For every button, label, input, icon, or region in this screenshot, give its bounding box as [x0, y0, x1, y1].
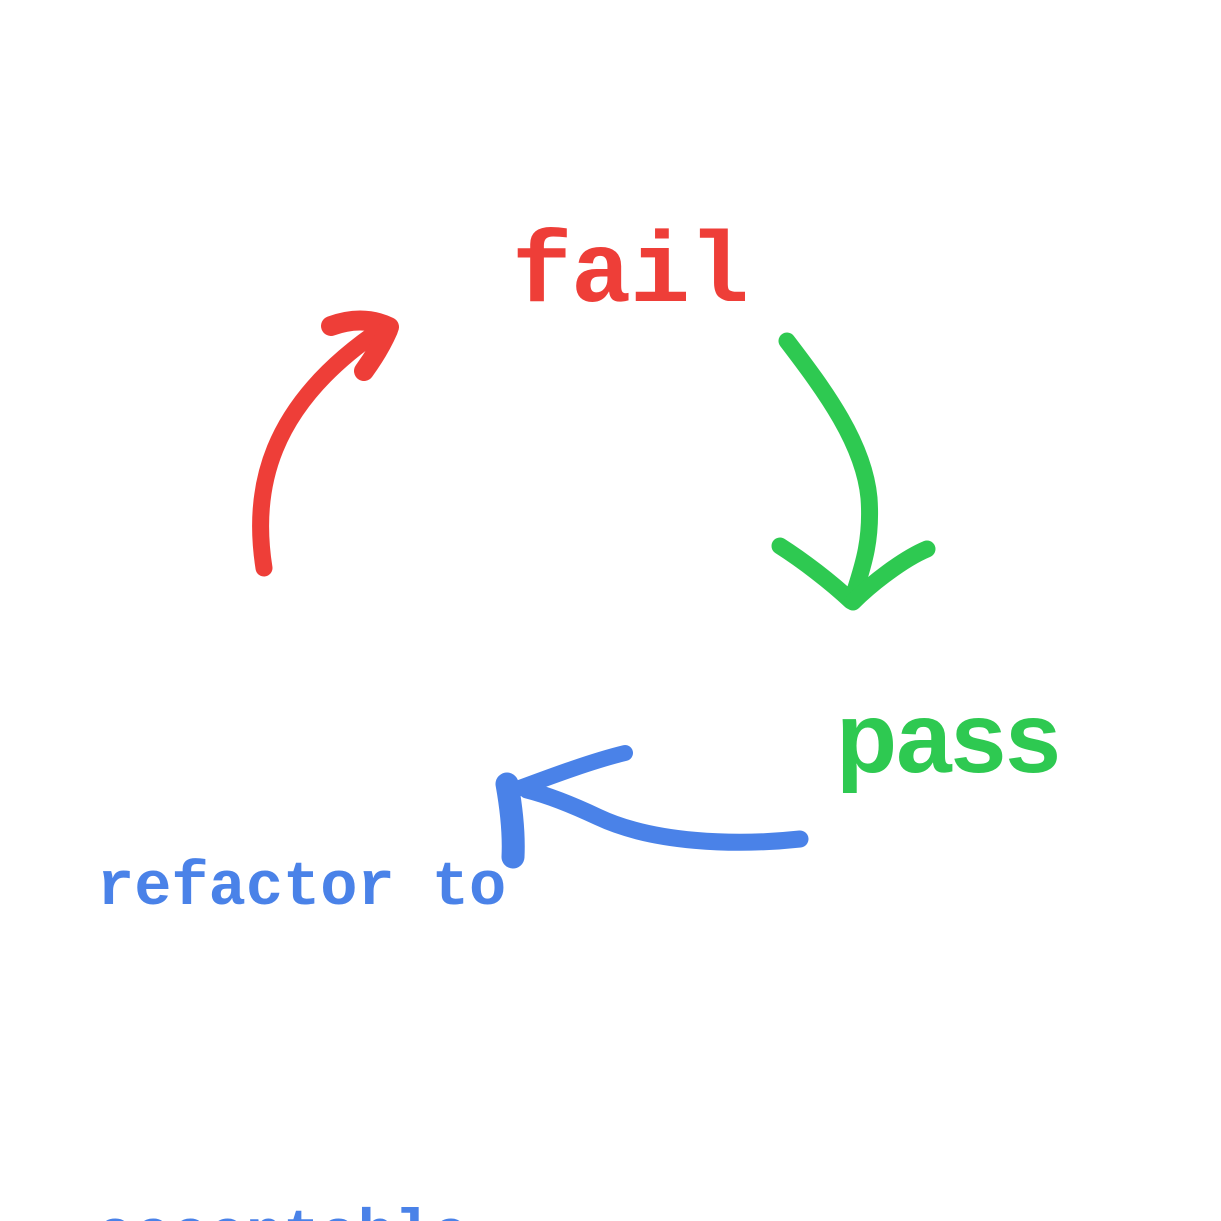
green-arrow-shaft [778, 332, 879, 603]
red-arrow-head-tick [354, 320, 398, 381]
refactor-label-line-2: acceptable [97, 1178, 506, 1221]
green-arrow-head-left-wing [771, 537, 860, 610]
green-arrow-fail-to-pass [771, 332, 936, 611]
fail-label: fail [512, 219, 749, 332]
refactor-label: refactor to acceptable design [97, 598, 506, 1221]
pass-label: pass [836, 682, 1061, 794]
blue-arrow-head-upper-wing [509, 745, 633, 797]
blue-arrow-pass-to-refactor [495, 745, 809, 869]
refactor-label-line-1: refactor to [97, 852, 507, 923]
red-arrow-refactor-to-fail [252, 310, 399, 577]
red-arrow-shaft [252, 319, 392, 577]
blue-arrow-head-tick [495, 772, 525, 869]
blue-arrow-shaft [518, 781, 809, 851]
green-arrow-head-right-wing [844, 540, 936, 611]
